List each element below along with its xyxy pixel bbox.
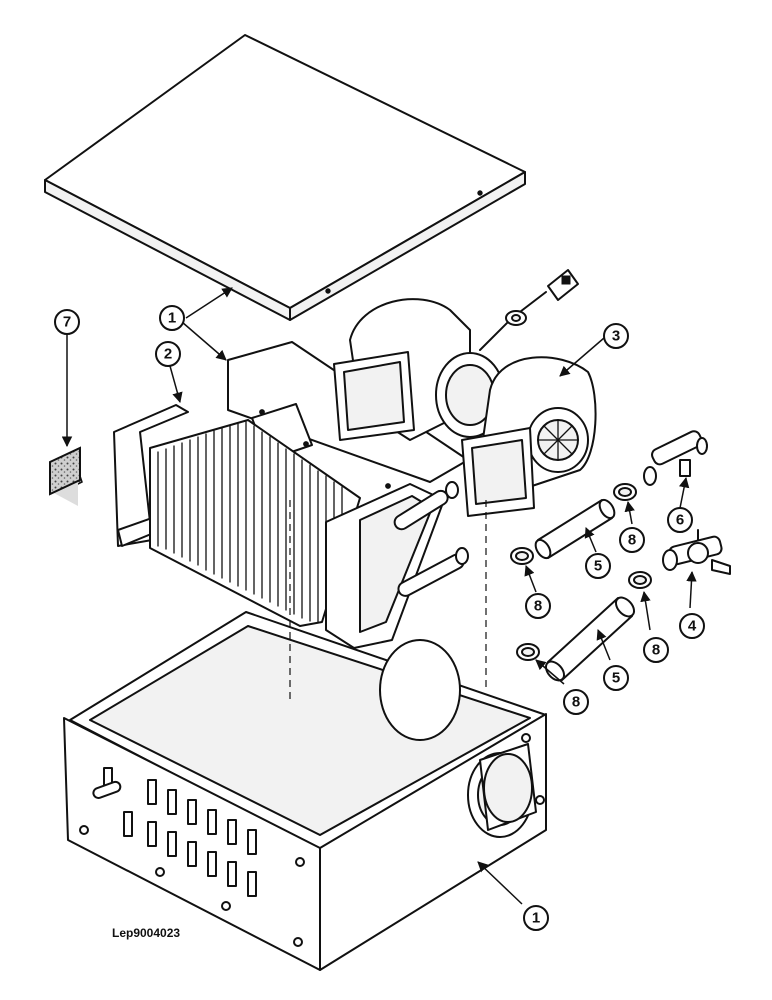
hose-upper [534, 498, 616, 560]
callout-1-bottom-label: 1 [532, 910, 540, 927]
callout-6-label: 6 [676, 512, 684, 529]
heater-housing-box [63, 611, 547, 971]
blower-assembly [333, 269, 597, 517]
tee-fitting [643, 430, 708, 486]
water-valve [662, 529, 731, 575]
callout-8-d-label: 8 [572, 694, 580, 711]
callout-5-lower: 5 [603, 665, 629, 691]
leader-lines [61, 287, 697, 905]
callout-1-bottom: 1 [523, 905, 549, 931]
callout-6: 6 [667, 507, 693, 533]
callout-7: 7 [54, 309, 80, 335]
callout-8-d: 8 [563, 689, 589, 715]
callout-7-label: 7 [63, 314, 71, 331]
callout-8-a-label: 8 [628, 532, 636, 549]
callout-5-upper-label: 5 [594, 558, 602, 575]
callout-3: 3 [603, 323, 629, 349]
top-cover-panel [44, 34, 526, 321]
callout-8-c: 8 [643, 637, 669, 663]
callout-8-b: 8 [525, 593, 551, 619]
callout-8-c-label: 8 [652, 642, 660, 659]
callout-4: 4 [679, 613, 705, 639]
drawing-reference-number: Lep9004023 [112, 926, 181, 940]
hose-clamp [510, 483, 652, 661]
callout-3-label: 3 [612, 328, 620, 345]
hose-lower [544, 596, 636, 682]
callout-1-top: 1 [159, 305, 185, 331]
callout-2: 2 [155, 341, 181, 367]
callout-1-top-label: 1 [168, 310, 176, 327]
callout-8-a: 8 [619, 527, 645, 553]
callout-5-lower-label: 5 [612, 670, 620, 687]
filter-element [49, 446, 83, 506]
callout-5-upper: 5 [585, 553, 611, 579]
callout-8-b-label: 8 [534, 598, 542, 615]
heater-core [113, 404, 469, 649]
assembly-lines [289, 500, 487, 700]
callout-4-label: 4 [688, 618, 697, 635]
callout-2-label: 2 [164, 346, 172, 363]
